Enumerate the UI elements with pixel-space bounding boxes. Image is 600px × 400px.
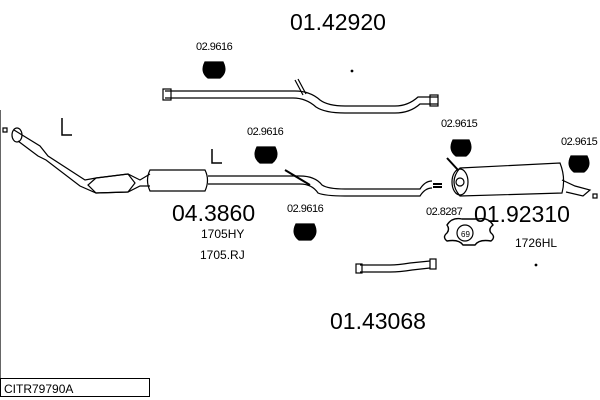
part-number-rear-pipe: 01.42920	[290, 9, 386, 35]
mount-label: 02.9615	[561, 136, 598, 148]
clamp-drawing	[443, 217, 495, 246]
mount-label: 02.9616	[196, 41, 233, 53]
part-number-catalyst: 04.3860	[172, 200, 256, 226]
mount-label: 02.9615	[441, 118, 478, 130]
catalyst-ref: 1705.RJ	[200, 248, 245, 262]
clamp-size: 69	[461, 230, 470, 239]
part-number-rear-silencer: 01.92310	[474, 201, 570, 227]
tail-pipe-drawing	[355, 258, 437, 274]
part-number-tail-pipe: 01.43068	[330, 308, 426, 334]
catalyst-drawing	[2, 118, 442, 197]
clamp-label: 02.8287	[426, 206, 463, 218]
silencer-ref: 1726HL	[515, 236, 558, 250]
rear-silencer-drawing	[446, 157, 598, 199]
reference-code: CITR79790A	[0, 378, 150, 397]
mount-hangers	[202, 61, 590, 241]
mount-label: 02.9616	[287, 203, 324, 215]
catalyst-ref: 1705HY	[201, 227, 245, 241]
mount-label: 02.9616	[247, 126, 284, 138]
rear-pipe-drawing	[162, 78, 439, 114]
